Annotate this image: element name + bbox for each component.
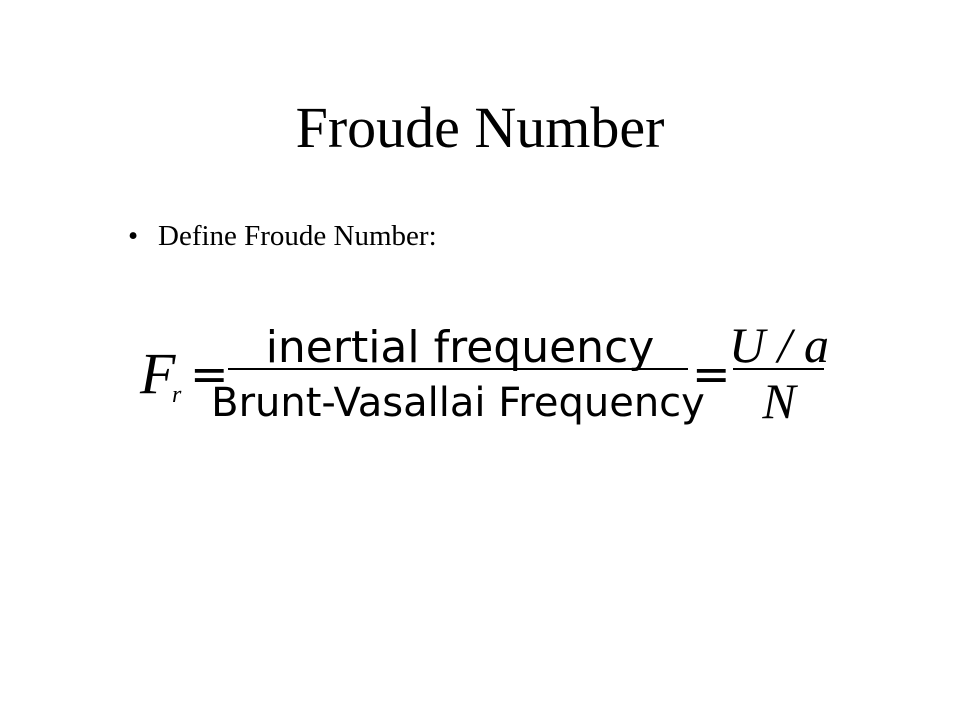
lhs-symbol: F [139,341,176,406]
equals-sign-2: = [692,347,731,401]
fraction1-numerator: inertial frequency [266,322,655,373]
fraction1-denominator: Brunt-Vasallai Frequency [211,380,705,426]
slide-title: Froude Number [295,95,665,160]
bullet-marker: • [128,220,139,252]
bullet-text: Define Froude Number: [158,220,437,252]
fraction2-denominator: N [761,373,798,429]
bullet-item: • Define Froude Number: [128,216,437,256]
lhs-subscript: r [172,382,182,408]
fraction2-numerator: U / a [729,317,829,373]
equals-sign-1: = [190,347,229,401]
